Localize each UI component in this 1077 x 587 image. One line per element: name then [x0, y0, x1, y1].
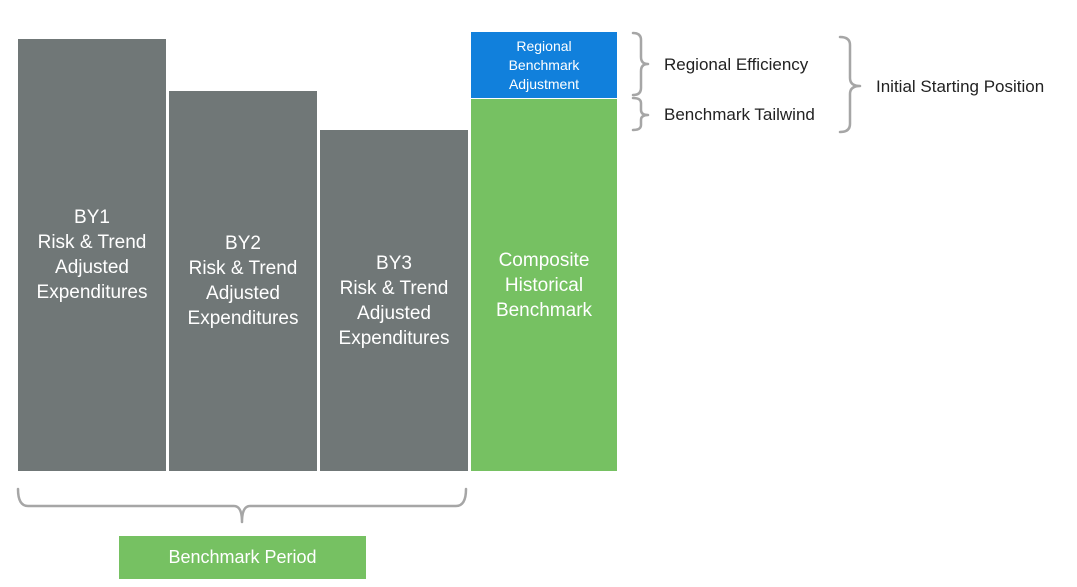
benchmark-tailwind-label: Benchmark Tailwind — [664, 105, 815, 124]
regional-benchmark-adjustment-block: Regional Benchmark Adjustment — [471, 32, 617, 98]
regional-efficiency-brace — [631, 31, 650, 97]
initial-starting-position-brace — [838, 35, 862, 134]
composite-historical-benchmark-block: Composite Historical Benchmark — [471, 99, 617, 471]
by1-block: BY1 Risk & Trend Adjusted Expenditures — [18, 39, 166, 471]
benchmark-period-brace — [16, 487, 468, 524]
initial-starting-position-label: Initial Starting Position — [876, 77, 1045, 96]
by3-block: BY3 Risk & Trend Adjusted Expenditures — [320, 130, 468, 471]
benchmark-period-box: Benchmark Period — [119, 536, 366, 579]
regional-efficiency-label: Regional Efficiency — [664, 55, 809, 74]
by2-block: BY2 Risk & Trend Adjusted Expenditures — [169, 91, 317, 471]
benchmark-tailwind-brace — [631, 96, 650, 132]
